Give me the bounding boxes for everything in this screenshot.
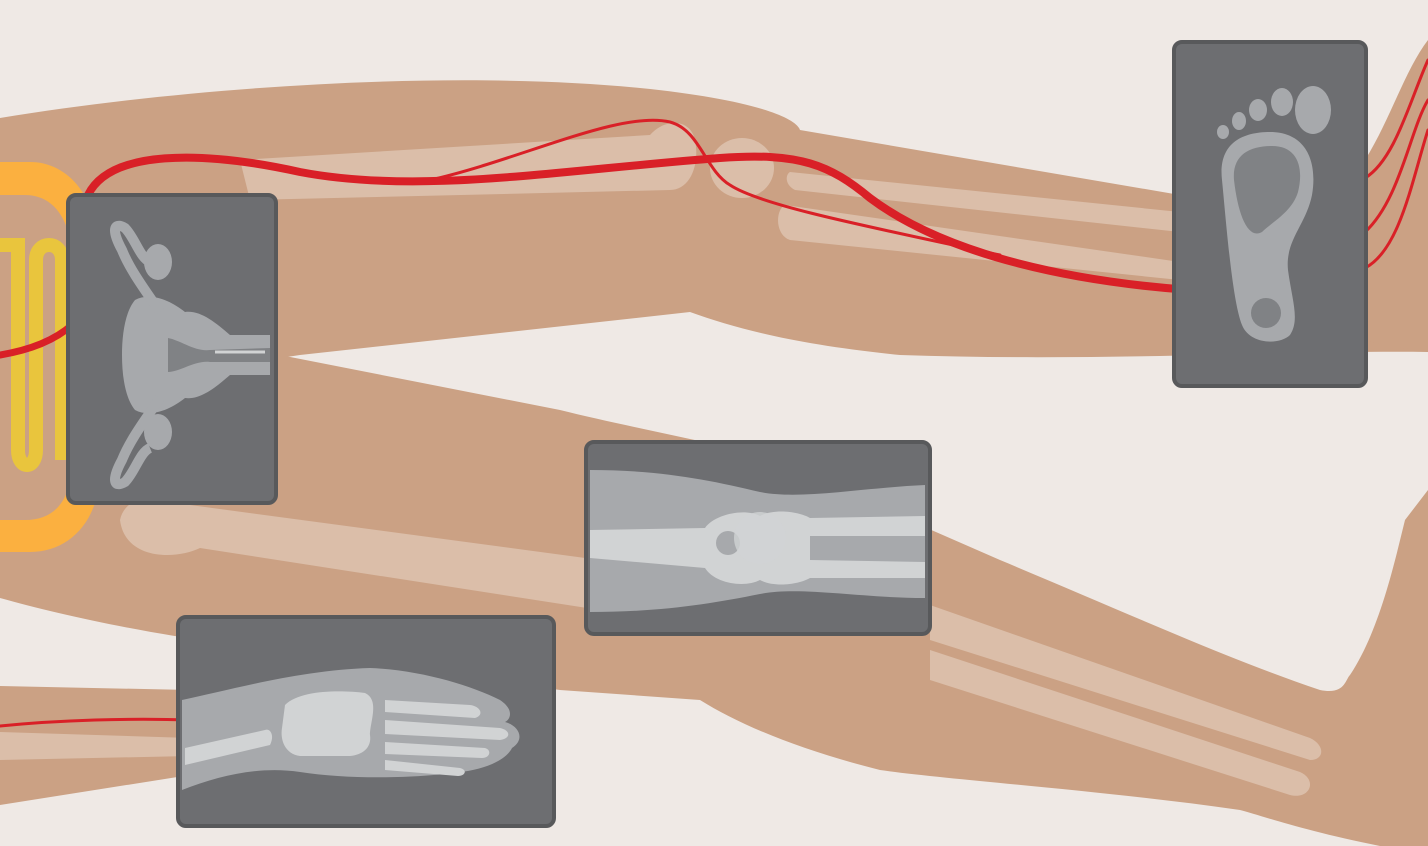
- foot-heel-spot: [1251, 298, 1281, 328]
- hand-xray-panel: [178, 617, 554, 826]
- reproductive-organs-xray-panel: [68, 195, 276, 503]
- knee-cap-upper: [710, 138, 774, 198]
- foot-xray-panel: [1174, 42, 1366, 386]
- knee-xray-panel: [586, 442, 930, 634]
